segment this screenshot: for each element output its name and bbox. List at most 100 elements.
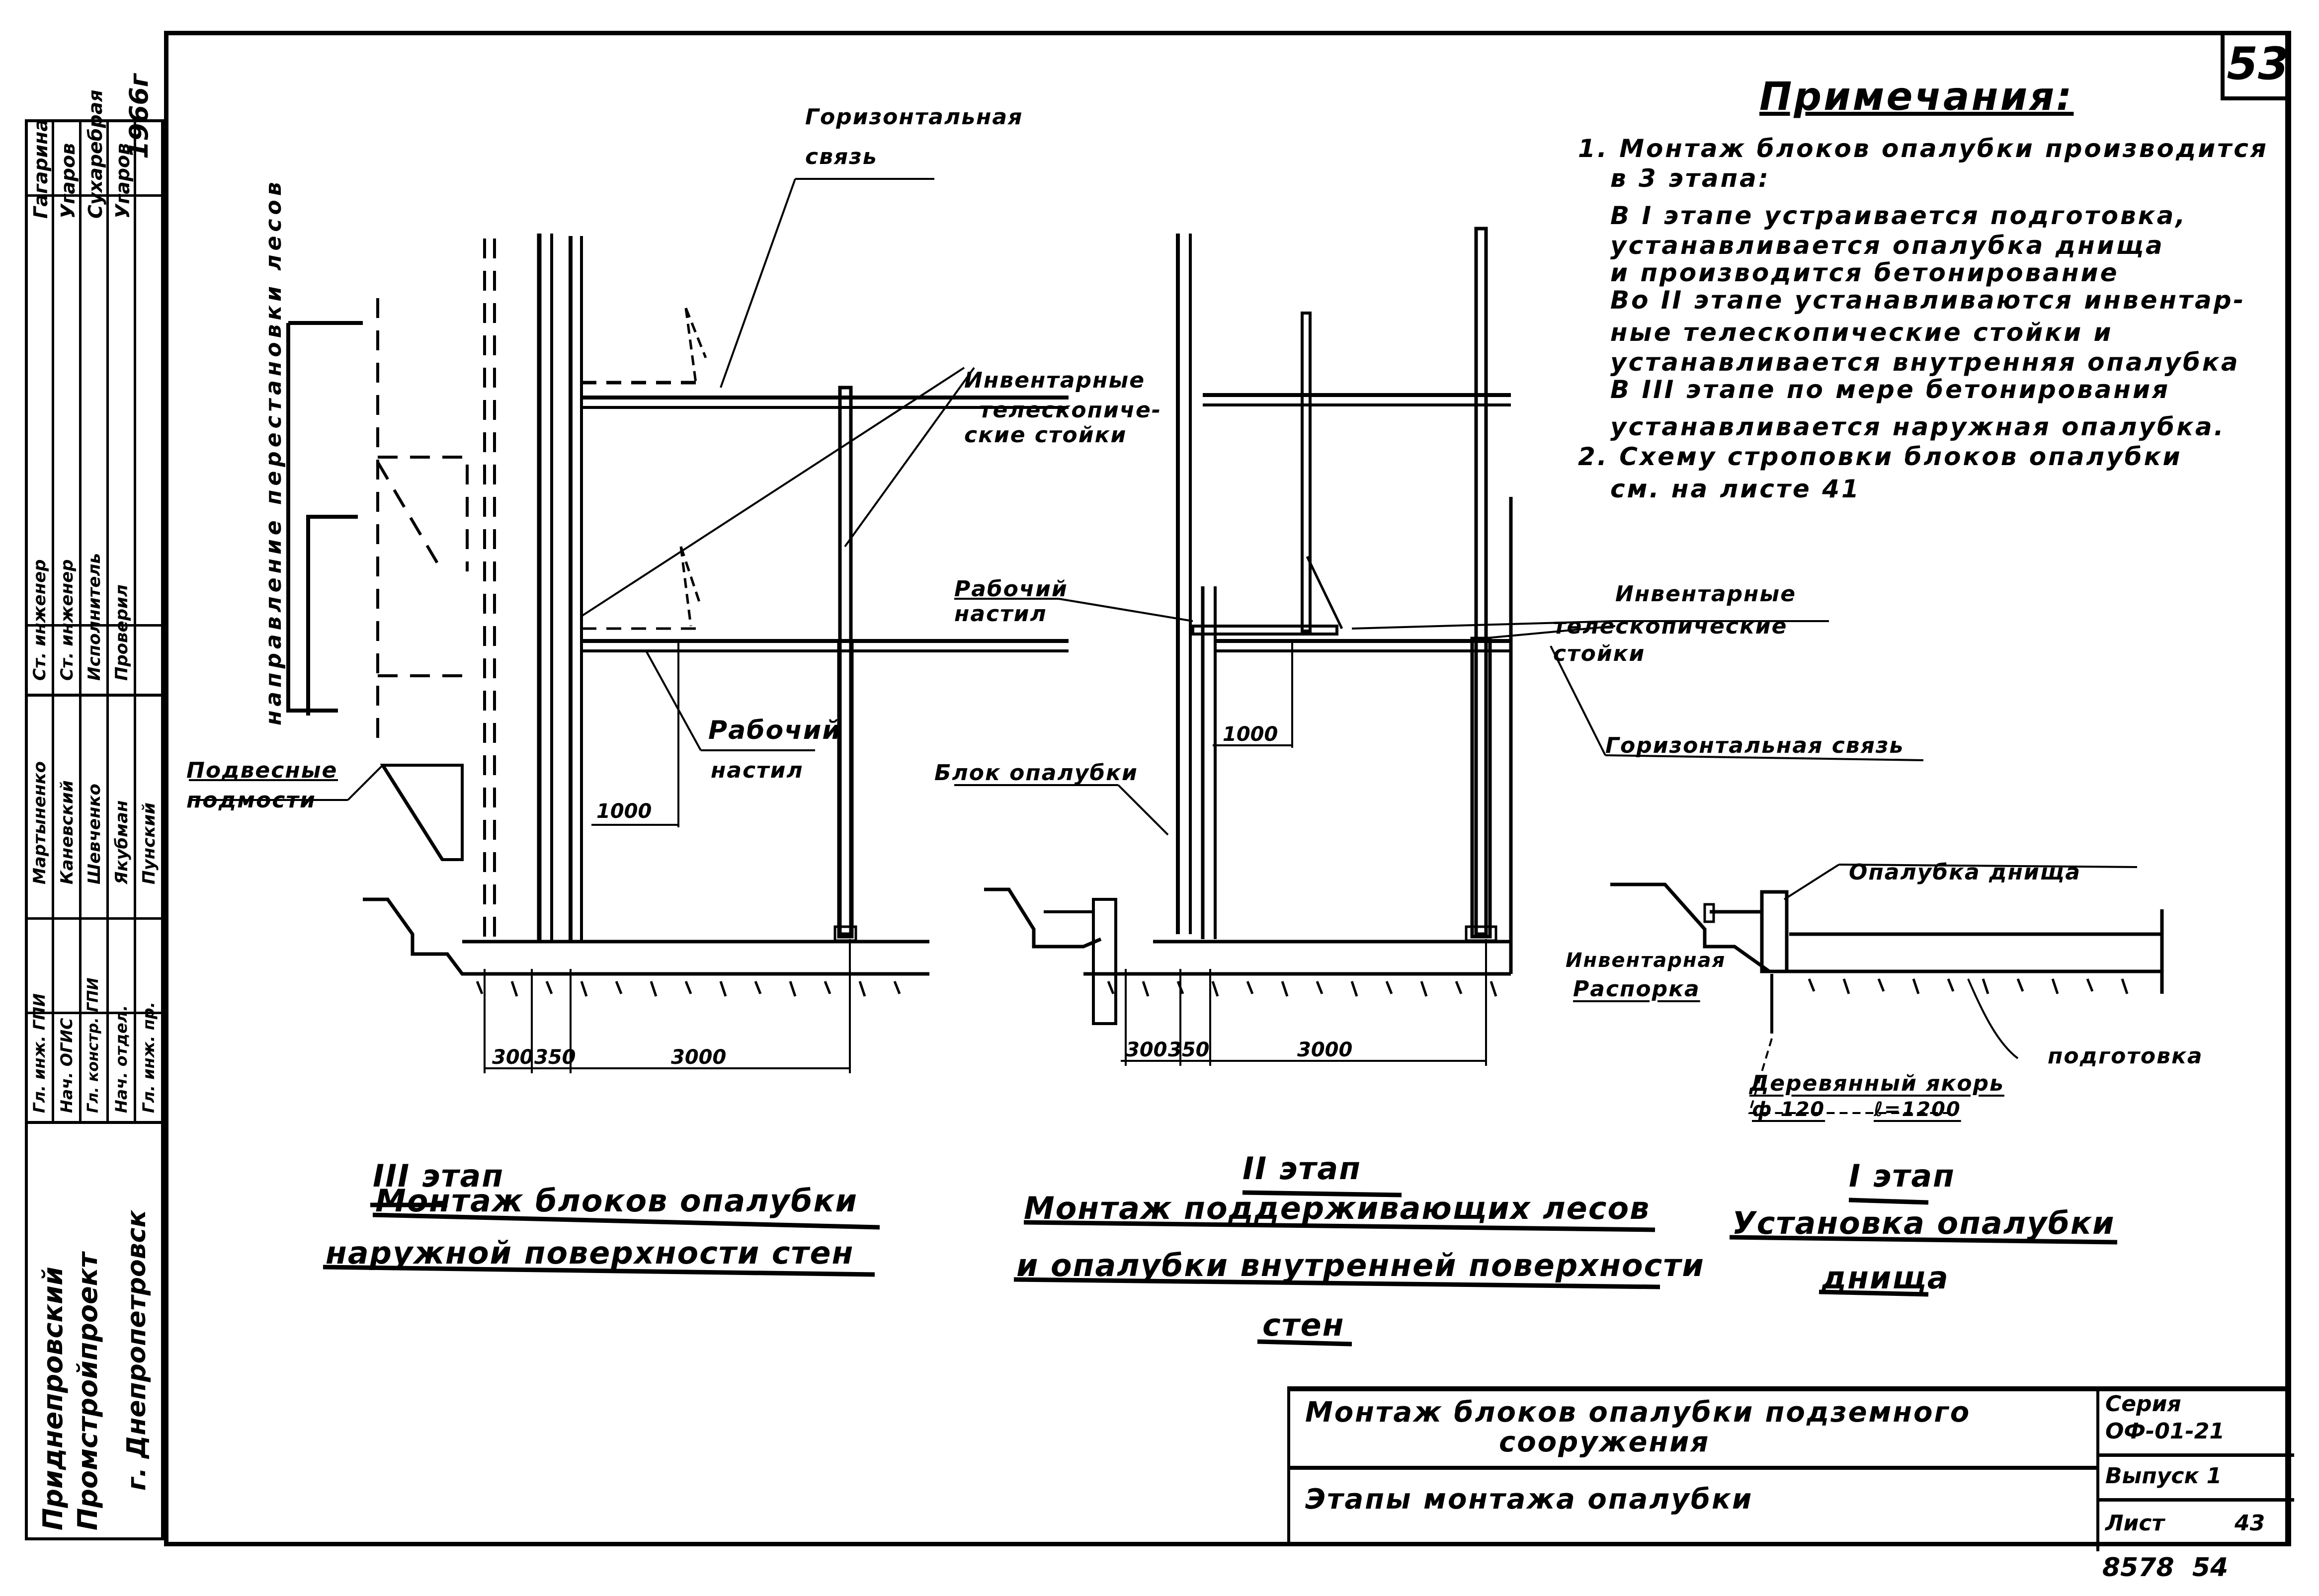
stage2-horizontal-tie-label: Горизонтальная связь [1605, 733, 1905, 758]
strip-divider [79, 122, 82, 1121]
stage1-anchor-length: ℓ=1200 [1874, 1098, 1961, 1121]
strip-divider [52, 122, 54, 1121]
stage3-scaffold-direction-label: направление перестановки лесов [261, 178, 286, 725]
notes-title: Примечания: [1759, 75, 2074, 119]
note-line: В I этапе устраивается подготовка, [1610, 201, 2187, 230]
strip-divider [28, 1012, 161, 1014]
stage2-dim-300: 300 [1126, 1038, 1167, 1061]
stage3-caption-line1: Монтаж блоков опалубки [375, 1183, 858, 1219]
stage3-drawing [189, 178, 1069, 1073]
signer-name: Гагарина [30, 118, 52, 219]
signer-role: Гл. инж. пр. [139, 1002, 158, 1113]
stage3-number: III этап [373, 1158, 504, 1194]
drawing-subtitle: Этапы монтажа опалубки [1305, 1483, 1753, 1516]
signer-role: Проверил [112, 584, 132, 681]
note-line: и производится бетонирование [1610, 258, 2119, 287]
signer-role: Ст. инженер [30, 559, 50, 681]
stage3-dim-350: 350 [534, 1046, 576, 1069]
stage2-props-label-2: телескопические [1553, 614, 1788, 639]
stage1-preparation-label: подготовка [2048, 1043, 2203, 1069]
stage3-caption-line2: наружной поверхности стен [326, 1235, 854, 1271]
signer-name: Пунский [139, 802, 159, 884]
note-line: В III этапе по мере бетонирования [1610, 375, 2170, 404]
title-block-vdivider [2096, 1386, 2099, 1551]
archive-number: 8578 54 [2102, 1553, 2229, 1583]
sheet-value: 43 [2235, 1511, 2265, 1536]
stage1-strut-label-2: Распорка [1573, 976, 1700, 1002]
stage2-deck-label: Рабочий [954, 576, 1068, 602]
drawing-title-line2: сооружения [1499, 1426, 1710, 1458]
stage2-caption-line1: Монтаж поддерживающих лесов [1024, 1190, 1651, 1226]
stage3-props-label-3: ские стойки [964, 422, 1127, 448]
strip-divider [28, 194, 161, 197]
strip-divider [28, 917, 161, 920]
strip-divider [106, 122, 109, 1121]
note-line: 2. Схему строповки блоков опалубки [1578, 442, 2182, 471]
signer-name: Шевченко [84, 784, 104, 884]
stage2-caption-line2: и опалубки внутренней поверхности [1016, 1247, 1705, 1283]
note-line: устанавливается опалубка днища [1610, 231, 2164, 260]
organization-city: г. Днепропетровск [122, 1210, 152, 1491]
stage1-caption-line2: днища [1822, 1260, 1949, 1296]
stage3-horizontal-tie-label: Горизонтальная [805, 104, 1023, 130]
signature-strip [25, 119, 164, 1540]
stage2-deck-label-2: настил [954, 601, 1047, 627]
signer-name: Угаров [112, 143, 134, 219]
stage2-number: II этап [1242, 1150, 1362, 1187]
title-block-divider [1290, 1466, 2096, 1470]
stage2-dim-3000: 3000 [1297, 1038, 1353, 1061]
stage1-number: I этап [1849, 1158, 1956, 1194]
signer-role: Ст. инженер [57, 559, 77, 681]
page-number: 53 [2221, 31, 2291, 100]
note-line: 1. Монтаж блоков опалубки производится [1578, 134, 2268, 163]
stage1-anchor-label: Деревянный якорь [1749, 1071, 2004, 1096]
note-line: устанавливается внутренняя опалубка [1610, 348, 2240, 377]
signer-role: Нач. отдел. [112, 1005, 131, 1113]
signer-role: Гл. инж. ГПИ [30, 993, 49, 1113]
stage1-anchor-diameter: ф 120 [1752, 1098, 1825, 1121]
series-label: Серия [2105, 1391, 2181, 1417]
signer-name: Якубман [112, 800, 132, 884]
stage3-dim-deck-height: 1000 [596, 800, 652, 823]
stage2-dim-350: 350 [1168, 1038, 1210, 1061]
drawing-title-line1: Монтаж блоков опалубки подземного [1305, 1396, 1971, 1429]
stage3-dim-3000: 3000 [671, 1046, 727, 1069]
strip-divider [28, 694, 161, 697]
stage1-caption-line1: Установка опалубки [1732, 1205, 2115, 1241]
title-block-divider [2096, 1498, 2294, 1502]
stage3-horizontal-tie-label-2: связь [805, 144, 878, 169]
stage3-deck-label-2: настил [711, 758, 804, 783]
stage3-props-label: Инвентарные [964, 368, 1146, 393]
signer-name: Мартыненко [30, 761, 50, 884]
signer-role: Нач. ОГИС [57, 1018, 76, 1114]
stage3-hanging-scaffold-label-2: подмости [186, 788, 316, 813]
sheet-label: Лист [2105, 1511, 2164, 1536]
signer-name: Каневский [57, 780, 77, 884]
drawing-frame [164, 31, 2291, 1546]
stage1-drawing [1610, 864, 2164, 1114]
organization-name: Приднепровский [37, 1267, 69, 1530]
strip-divider [28, 624, 161, 627]
note-line: устанавливается наружная опалубка. [1610, 412, 2226, 441]
note-line: Во II этапе устанавливаются инвентар- [1610, 286, 2246, 315]
stage1-strut-label: Инвентарная [1566, 949, 1726, 972]
stage3-props-label-2: телескопиче- [979, 398, 1162, 423]
stage2-formwork-block-label: Блок опалубки [934, 760, 1138, 786]
strip-divider [28, 1121, 161, 1124]
issue-label: Выпуск 1 [2105, 1463, 2222, 1489]
stage1-bottom-formwork-label: Опалубка днища [1849, 860, 2081, 885]
organization-name-2: Промстройпроект [72, 1252, 103, 1530]
title-block-divider [2096, 1453, 2294, 1457]
stage3-hanging-scaffold-label: Подвесные [186, 758, 338, 783]
stage2-caption-line3: стен [1262, 1307, 1345, 1343]
stage2-dim-deck-height: 1000 [1223, 723, 1278, 746]
title-block: Монтаж блоков опалубки подземного сооруж… [1287, 1386, 2294, 1551]
note-line: см. на листе 41 [1610, 475, 1861, 503]
signer-role: Исполнитель [84, 553, 104, 681]
signer-name: Угаров [57, 143, 79, 219]
stage2-props-label: Инвентарные [1615, 581, 1797, 607]
stage3-dim-300: 300 [492, 1046, 534, 1069]
note-line: в 3 этапа: [1610, 164, 1770, 193]
stage2-drawing [954, 227, 1924, 1066]
